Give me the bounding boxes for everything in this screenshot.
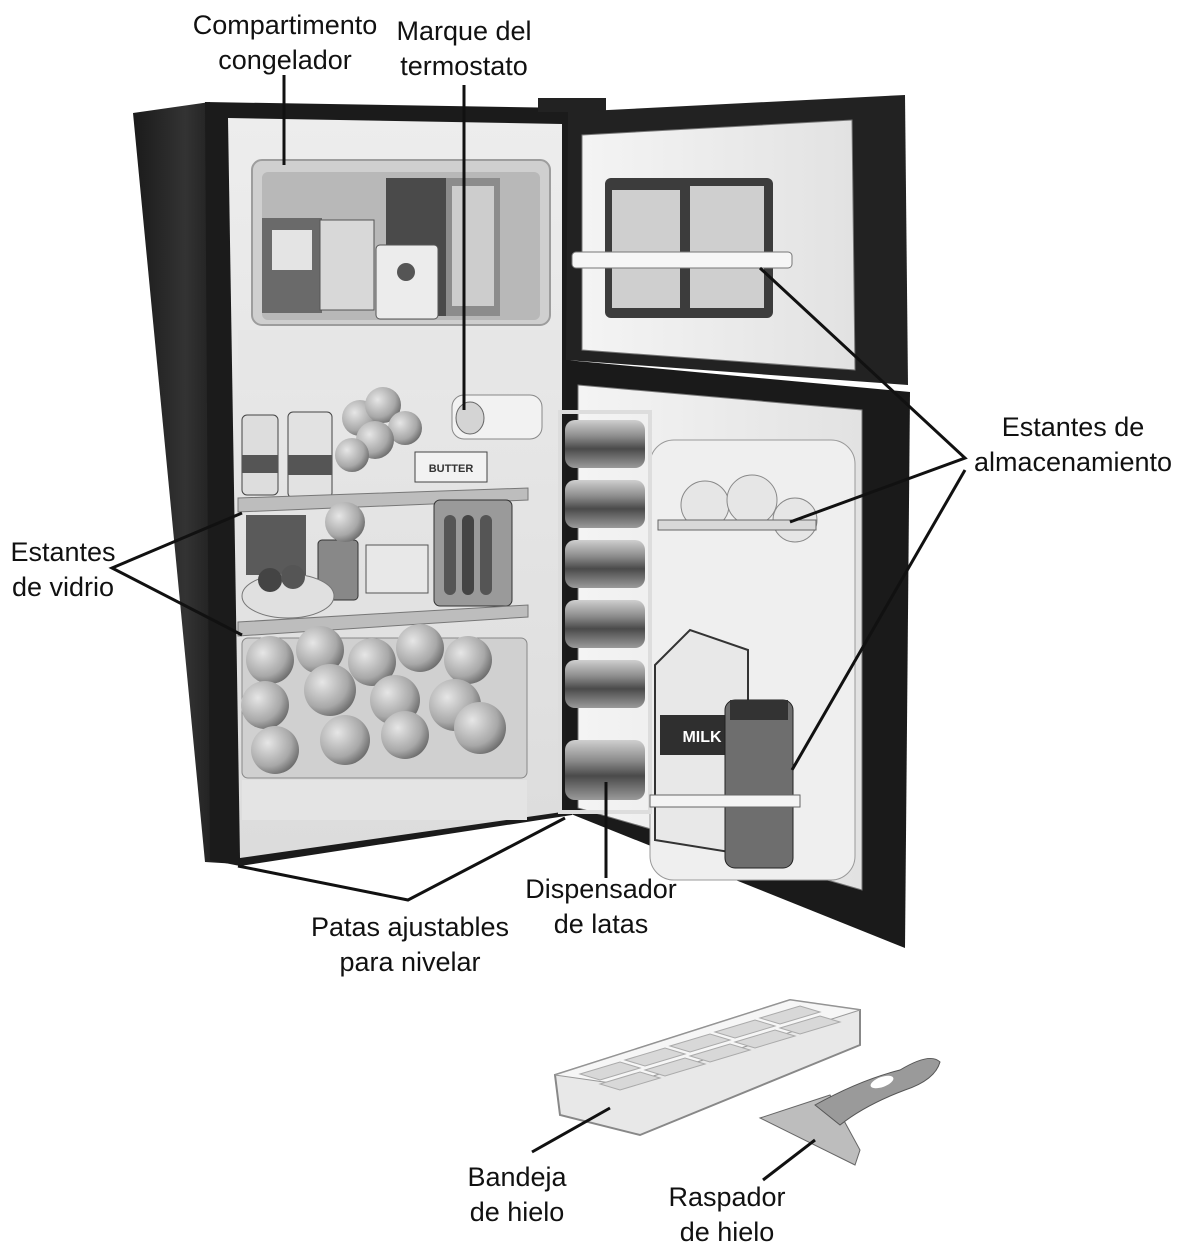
label-leveling-feet: Patas ajustables para nivelar bbox=[305, 910, 515, 979]
fruit bbox=[251, 726, 299, 774]
freezer-door-shelf bbox=[571, 251, 793, 269]
label-storage-shelves: Estantes de almacenamiento bbox=[968, 410, 1178, 479]
leader-storage-lower bbox=[790, 469, 967, 771]
freezer-divider bbox=[238, 330, 560, 390]
label-freezer-line2: congelador bbox=[218, 44, 352, 75]
label-ice-scraper: Raspador de hielo bbox=[652, 1180, 802, 1249]
can bbox=[565, 660, 645, 708]
label-thermostat-line2: termostato bbox=[400, 50, 528, 81]
fruit bbox=[241, 681, 289, 729]
fruit bbox=[396, 624, 444, 672]
label-can-dispenser: Dispensador de latas bbox=[516, 872, 686, 941]
jar-label bbox=[242, 455, 278, 473]
freezer-food-pack bbox=[612, 190, 680, 308]
thermostat-dial bbox=[455, 401, 485, 435]
leader-glass bbox=[108, 511, 243, 637]
fruit bbox=[444, 636, 492, 684]
label-thermostat-line1: Marque del bbox=[396, 16, 532, 46]
door-shelf-upper bbox=[657, 519, 817, 531]
fridge-floor bbox=[242, 780, 527, 820]
butter-box bbox=[414, 451, 488, 483]
fruit bbox=[381, 711, 429, 759]
door-shelf-lower bbox=[649, 794, 801, 808]
leader-tray bbox=[531, 1106, 611, 1154]
label-freezer-line1: Compartimento bbox=[192, 10, 378, 40]
pickle bbox=[462, 515, 474, 595]
fruit bbox=[348, 638, 396, 686]
jar-label bbox=[288, 455, 332, 475]
freezer-tub-logo bbox=[397, 263, 415, 281]
jar-lid bbox=[730, 700, 788, 720]
label-feet-line1: Patas ajustables bbox=[310, 912, 510, 942]
fridge-door: MILK bbox=[538, 95, 910, 948]
sauce-jar bbox=[724, 699, 794, 869]
glass-shelf-upper bbox=[237, 487, 529, 513]
tomato bbox=[281, 565, 305, 589]
can bbox=[565, 600, 645, 648]
freezer-box-label bbox=[452, 186, 494, 306]
fruit bbox=[388, 411, 422, 445]
label-glass-line2: de vidrio bbox=[11, 571, 115, 602]
freezer-food-pack bbox=[690, 186, 764, 308]
label-ice-tray: Bandeja de hielo bbox=[452, 1160, 582, 1229]
fruit bbox=[335, 438, 369, 472]
label-glass-shelves: Estantes de vidrio bbox=[4, 535, 122, 604]
leader-scraper bbox=[762, 1138, 816, 1182]
butter-label: BUTTER bbox=[429, 463, 474, 475]
can-dispenser bbox=[558, 410, 652, 814]
jar-dark bbox=[246, 515, 306, 575]
milk-label: MILK bbox=[682, 729, 722, 746]
label-storage-line2: almacenamiento bbox=[973, 446, 1173, 477]
label-storage-line1: Estantes de bbox=[1001, 412, 1145, 442]
label-tray-line1: Bandeja bbox=[467, 1162, 567, 1192]
fruit bbox=[365, 387, 401, 423]
label-tray-line2: de hielo bbox=[469, 1196, 565, 1227]
pickle bbox=[444, 515, 456, 595]
can bbox=[565, 480, 645, 528]
tomato bbox=[258, 568, 282, 592]
leader-feet bbox=[237, 816, 566, 902]
label-scraper-line2: de hielo bbox=[679, 1216, 775, 1247]
label-scraper-line1: Raspador bbox=[668, 1182, 786, 1212]
label-thermostat: Marque del termostato bbox=[384, 14, 544, 83]
door-hinge bbox=[538, 98, 606, 112]
fruit bbox=[325, 502, 365, 542]
label-freezer-compartment: Compartimento congelador bbox=[180, 8, 390, 77]
freezer-box bbox=[319, 219, 375, 311]
can bbox=[565, 420, 645, 468]
label-feet-line2: para nivelar bbox=[339, 946, 481, 977]
label-can-line2: de latas bbox=[553, 908, 649, 939]
can bbox=[565, 540, 645, 588]
label-glass-line1: Estantes bbox=[10, 537, 116, 567]
freezer-box-label bbox=[272, 230, 312, 270]
pickle bbox=[480, 515, 492, 595]
fruit bbox=[320, 715, 370, 765]
scraper-handle bbox=[814, 1057, 941, 1126]
leader-lines bbox=[108, 75, 968, 1182]
scraper-hole bbox=[870, 1075, 894, 1089]
sausage-pack bbox=[365, 544, 429, 594]
fruit bbox=[296, 626, 344, 674]
leader-storage-upper bbox=[758, 266, 968, 524]
fridge-cabinet: BUTTER bbox=[133, 102, 572, 866]
ice-scraper bbox=[758, 1057, 941, 1166]
can bbox=[565, 740, 645, 800]
label-can-line1: Dispensador bbox=[525, 874, 677, 904]
egg bbox=[726, 474, 778, 526]
fruit bbox=[304, 664, 356, 716]
fruit bbox=[246, 636, 294, 684]
ice-tray bbox=[553, 998, 861, 1137]
fruit bbox=[454, 702, 506, 754]
freezer-tub bbox=[375, 244, 439, 320]
